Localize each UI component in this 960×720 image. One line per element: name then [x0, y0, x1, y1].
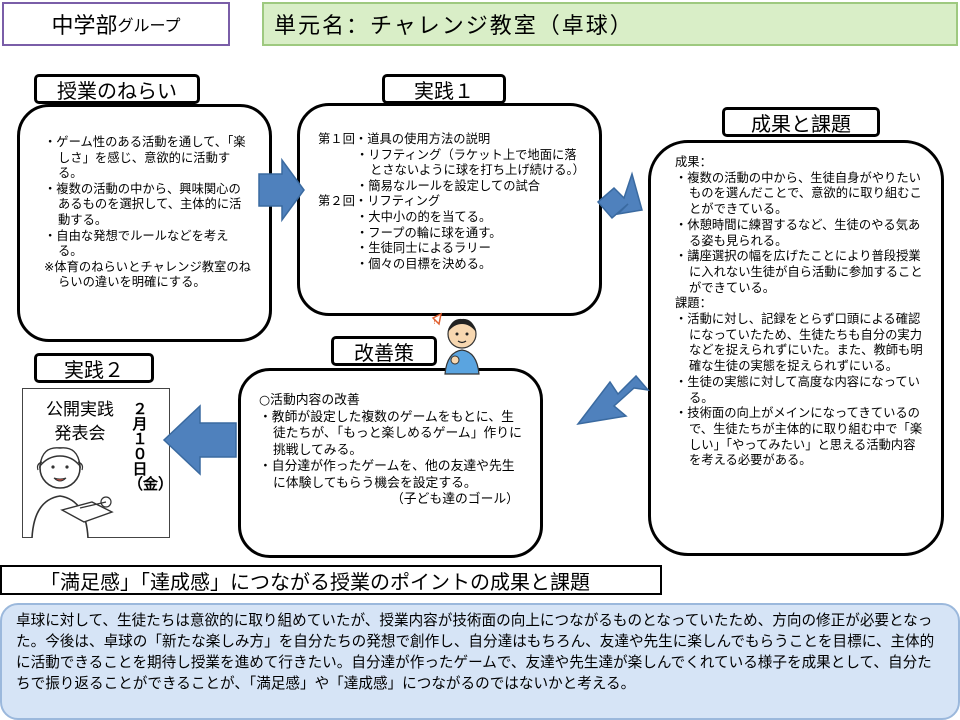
- unit-title: 単元名：チャレンジ教室（卓球）: [262, 2, 958, 46]
- aims-box: ・ゲーム性のある活動を通して、「楽しさ」を感じ、意欲的に活動する。 ・複数の活動…: [17, 104, 272, 342]
- flow-arrows: [162, 157, 650, 476]
- sign-line1: 公開実践: [46, 400, 114, 420]
- results-label: 成果と課題: [722, 107, 880, 137]
- aims-text: ・ゲーム性のある活動を通して、「楽しさ」を感じ、意欲的に活動する。 ・複数の活動…: [44, 135, 251, 291]
- practice1-label: 実践１: [382, 74, 506, 104]
- aims-label: 授業のねらい: [34, 74, 200, 104]
- practice2-label: 実践２: [34, 353, 154, 383]
- improvement-text: ○活動内容の改善 ・教師が設定した複数のゲームをもとに、生徒たちが、「もっと楽し…: [259, 393, 526, 509]
- round2-item: ・生徒同士によるラリー: [356, 241, 491, 256]
- improvement-head: ○活動内容の改善: [259, 393, 360, 408]
- seika-item: ・講座選択の幅を広げたことにより普段授業に入れない生徒が自ら活動に参加することが…: [675, 249, 923, 295]
- kadai-head: 課題：: [675, 296, 712, 311]
- practice1-text: 第１回・道具の使用方法の説明 ・リフティング（ラケット上で地面に落とさないように…: [318, 132, 585, 272]
- kadai-item: ・生徒の実態に対して高度な内容になっている。: [675, 374, 920, 405]
- round1-line: 第１回・道具の使用方法の説明: [318, 132, 491, 146]
- improvement-goal: （子ども達のゴール）: [391, 492, 519, 507]
- aims-line: ・ゲーム性のある活動を通して、「楽しさ」を感じ、意欲的に活動する。: [44, 135, 246, 181]
- round2-item: ・個々の目標を決める。: [356, 256, 492, 271]
- improvement-item: ・教師が設定した複数のゲームをもとに、生徒たちが、「もっと楽しめるゲーム」作りに…: [259, 409, 522, 458]
- results-box: 成果： ・複数の活動の中から、生徒自身がやりたいものを選んだことで、意欲的に取り…: [648, 140, 944, 556]
- round1-item: ・簡易なルールを設定しての試合: [356, 178, 541, 193]
- arrow-left-icon: [162, 404, 237, 476]
- improvement-box: ○活動内容の改善 ・教師が設定した複数のゲームをもとに、生徒たちが、「もっと楽し…: [238, 368, 543, 558]
- aims-line: ※体育のねらいとチャレンジ教室のねらいの違いを明確にする。: [44, 259, 251, 290]
- seika-head: 成果：: [675, 155, 712, 169]
- section-title: 「満足感」「達成感」につながる授業のポイントの成果と課題: [0, 565, 662, 595]
- presenter-illustration: [31, 447, 114, 539]
- kadai-item: ・活動に対し、記録をとらず口頭による確認になっていたため、生徒たちも自分の実力な…: [675, 312, 923, 374]
- aims-line: ・自由な発想でルールなどを考える。: [44, 228, 229, 259]
- seika-item: ・休憩時間に練習するなど、生徒のやる気ある姿も見られる。: [675, 217, 921, 248]
- aims-line: ・複数の活動の中から、興味関心のあるものを選択して、主体的に活動する。: [44, 181, 242, 227]
- teacher-icon: !: [431, 312, 480, 375]
- round2-item: ・大中小の的を当てる。: [356, 209, 492, 224]
- arrow-down-left-icon: [576, 374, 650, 426]
- sign-line2: 発表会: [54, 424, 106, 444]
- sign-text: 公開実践 発表会: [30, 398, 130, 446]
- seika-item: ・複数の活動の中から、生徒自身がやりたいものを選んだことで、意欲的に取り組むこと…: [675, 170, 922, 217]
- kadai-item: ・技術面の向上がメインになってきているので、生徒たちが主体的に取り組む中で「楽し…: [675, 406, 923, 468]
- summary-text: 卓球に対して、生徒たちは意欲的に取り組めていたが、授業内容が技術面の向上につなが…: [0, 603, 960, 720]
- group-label: 中学部グループ: [2, 2, 230, 46]
- round1-item: ・リフティング（ラケット上で地面に落とさないように球を打ち上げ続ける。）: [356, 147, 585, 178]
- round2-item: ・フープの輪に球を通す。: [356, 225, 502, 240]
- practice1-box: 第１回・道具の使用方法の説明 ・リフティング（ラケット上で地面に落とさないように…: [297, 103, 602, 316]
- improvement-item: ・自分達が作ったゲームを、他の友達や先生に体験してもらう機会を設定する。: [259, 459, 515, 491]
- group-sub: グループ: [117, 16, 181, 35]
- improvement-label: 改善策: [331, 336, 437, 366]
- group-main: 中学部: [51, 14, 118, 39]
- svg-text:!: !: [433, 318, 436, 326]
- results-text: 成果： ・複数の活動の中から、生徒自身がやりたいものを選んだことで、意欲的に取り…: [675, 155, 927, 469]
- round2-line: 第２回・リフティング: [318, 194, 441, 209]
- arrow-down-right-icon: [596, 171, 643, 220]
- arrow-right-icon: [258, 157, 305, 223]
